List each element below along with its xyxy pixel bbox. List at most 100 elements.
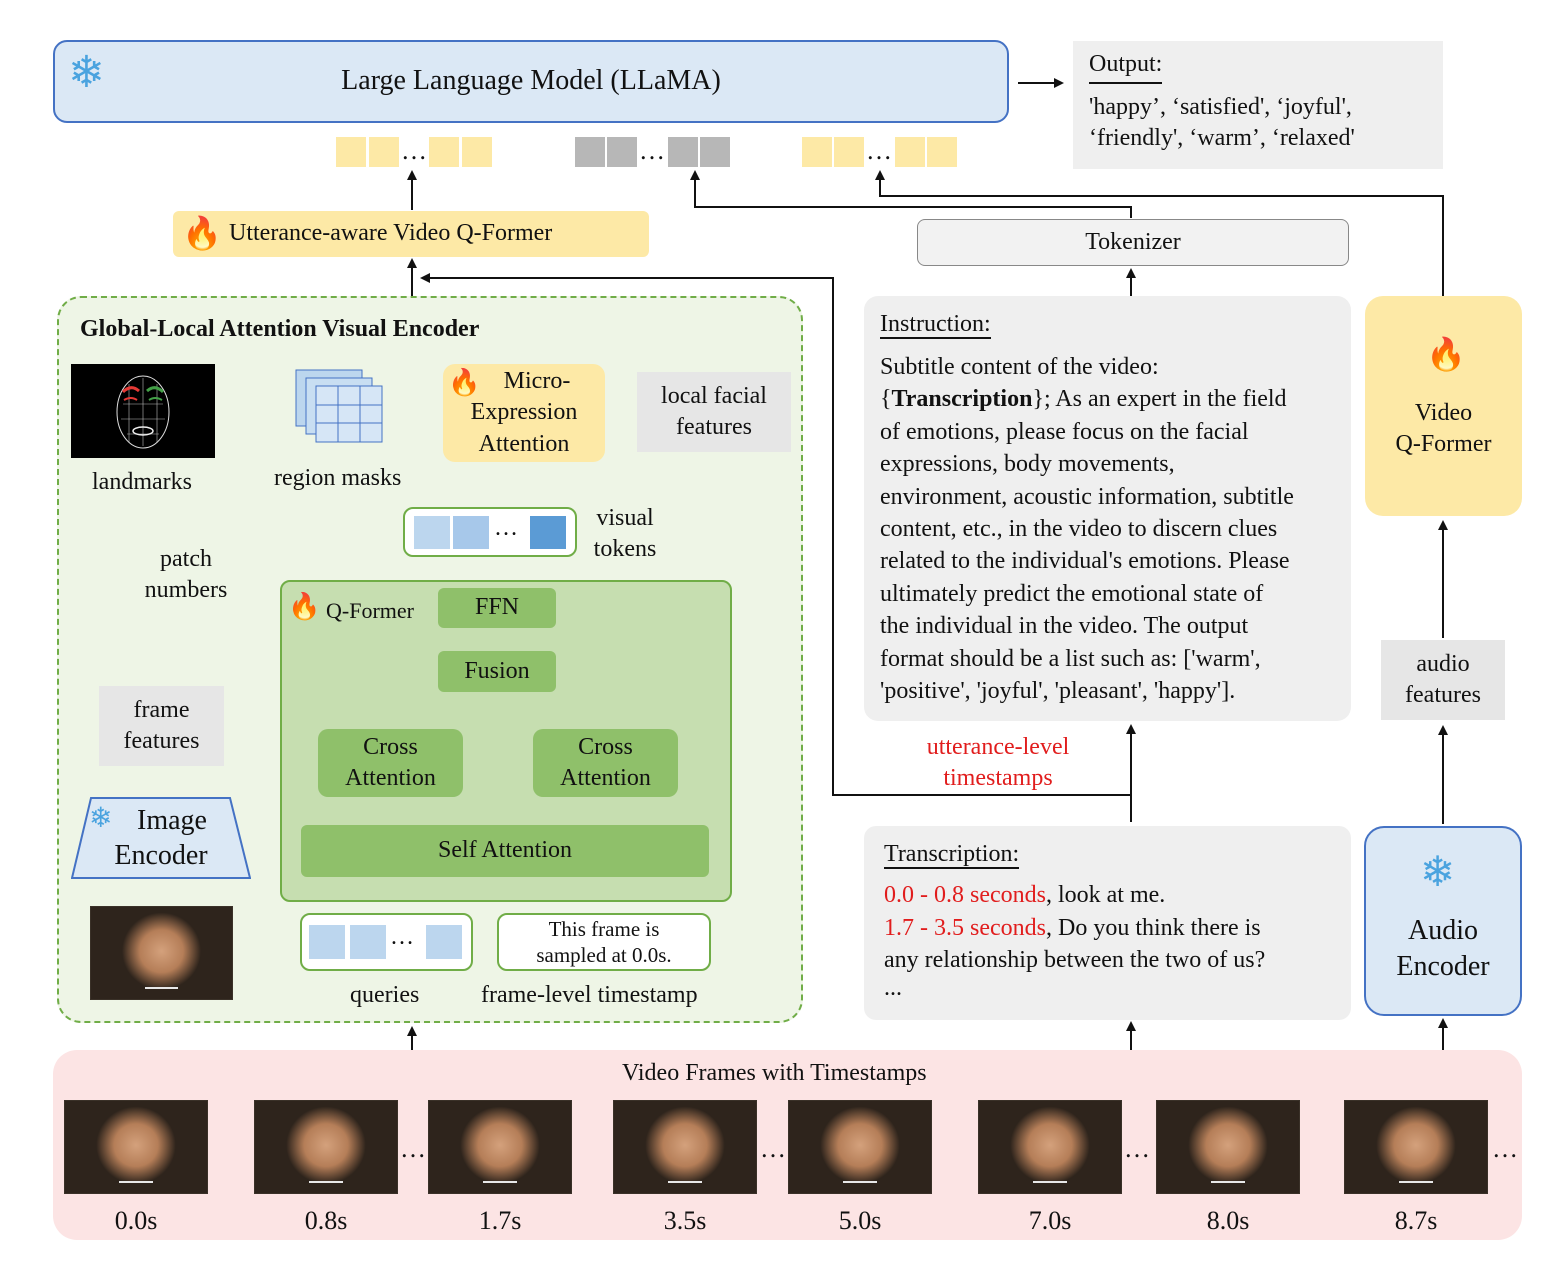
utterance-qformer-box: Utterance-aware Video Q-Former [173, 211, 649, 257]
transcription-more: ... [884, 974, 902, 1001]
tokenizer-label: Tokenizer [1085, 228, 1181, 255]
audio-features-box: audio features [1381, 640, 1505, 720]
audio-encoder-box: Audio Encoder [1364, 826, 1522, 1016]
micro-expression-line-2: Expression [470, 399, 578, 426]
frame-gap-ellipsis: … [760, 1134, 786, 1163]
timestamp-label-7: 8.0s [1206, 1206, 1250, 1236]
instruction-line-2-start: { [880, 386, 892, 413]
token-video-3 [429, 137, 459, 167]
timestamp-label-6: 7.0s [1028, 1206, 1072, 1236]
fusion-block: Fusion [438, 651, 556, 692]
segment-2-text: , Do you think there is [1045, 914, 1261, 941]
local-facial-line-1: local facial [661, 382, 767, 409]
frame-gap-ellipsis: … [1492, 1134, 1518, 1163]
utterance-qformer-label: Utterance-aware Video Q-Former [229, 220, 553, 247]
ffn-label: FFN [474, 594, 520, 621]
video-frame-2 [254, 1100, 398, 1194]
instruction-box: Instruction: Subtitle content of the vid… [864, 296, 1351, 721]
grid-icon [295, 369, 383, 443]
segment-1-time: 0.0 - 0.8 seconds [884, 882, 1046, 908]
token-text-1 [575, 137, 605, 167]
visual-token-3 [530, 516, 566, 549]
frame-timestamp-label: frame-level timestamp [481, 982, 698, 1008]
output-line-1: 'happy’, ‘satisfied', ‘joyful', [1089, 94, 1352, 121]
qformer-label: Q-Former [326, 598, 414, 623]
visual-token-ellipsis: … [494, 515, 518, 541]
frame-features-line-1: frame [133, 696, 190, 723]
segment-1-text: , look at me. [1045, 882, 1166, 908]
utterance-timestamps-line-2: timestamps [943, 765, 1053, 791]
visual-token-2 [453, 516, 489, 549]
snowflake-icon: ❄ [68, 48, 105, 97]
self-attention-label: Self Attention [438, 837, 572, 864]
cross-attention-block-2: Cross Attention [533, 729, 678, 797]
queries-label: queries [350, 982, 420, 1008]
token-audio-1 [802, 137, 832, 167]
local-facial-features-box: local facial features [637, 372, 791, 452]
token-ellipsis: … [866, 136, 892, 165]
video-frame-6 [978, 1100, 1122, 1194]
video-frame-7 [1156, 1100, 1300, 1194]
visual-tokens-line-2: tokens [593, 536, 657, 562]
output-box: Output: 'happy’, ‘satisfied', ‘joyful', … [1073, 41, 1443, 169]
instruction-line-7: related to the individual's emotions. Pl… [880, 548, 1290, 575]
image-encoder-line-2: Encoder [114, 840, 208, 871]
encoder-panel-title: Global-Local Attention Visual Encoder [80, 316, 480, 342]
instruction-line-11: 'positive', 'joyful', 'pleasant', 'happy… [880, 678, 1236, 705]
transcription-box: Transcription: 0.0 - 0.8 seconds, look a… [864, 826, 1351, 1020]
instruction-line-3: of emotions, please focus on the facial [880, 418, 1249, 445]
region-masks-label: region masks [274, 465, 402, 491]
transcription-segment-1: 0.0 - 0.8 seconds, look at me. [884, 879, 1331, 912]
fusion-label: Fusion [464, 657, 530, 684]
cross-attention-2-line-2: Attention [560, 765, 651, 791]
llm-box: Large Language Model (LLaMA) [53, 40, 1009, 123]
audio-features-line-2: features [1405, 682, 1481, 708]
instruction-heading: Instruction: [880, 311, 991, 339]
segment-2-time: 1.7 - 3.5 seconds [884, 914, 1046, 941]
video-frame-5 [788, 1100, 932, 1194]
input-frame-photo [90, 906, 233, 1000]
cross-attention-1-line-2: Attention [345, 765, 436, 791]
landmarks-label: landmarks [92, 469, 192, 495]
snowflake-icon: ❄ [89, 803, 113, 834]
timestamp-label-2: 0.8s [304, 1206, 348, 1236]
token-text-4 [700, 137, 730, 167]
instruction-line-4: expressions, body movements, [880, 451, 1175, 478]
cross-attention-2-line-1: Cross [578, 733, 633, 760]
image-encoder-label: Image Encoder [71, 799, 251, 877]
self-attention-block: Self Attention [301, 825, 709, 877]
video-frame-8 [1344, 1100, 1488, 1194]
token-text-2 [607, 137, 637, 167]
query-token-1 [309, 925, 345, 959]
video-frame-1 [64, 1100, 208, 1194]
token-text-3 [668, 137, 698, 167]
query-token-3 [426, 925, 462, 959]
transcription-heading: Transcription: [884, 841, 1020, 869]
audio-encoder-line-2: Encoder [1396, 951, 1490, 982]
llm-title: Large Language Model (LLaMA) [341, 65, 721, 97]
instruction-line-1: Subtitle content of the video: [880, 354, 1159, 380]
patch-numbers-label: patch numbers [130, 542, 242, 608]
frame-timestamp-line-1: This frame is [548, 916, 660, 941]
token-video-1 [336, 137, 366, 167]
instruction-line-6: content, etc., in the video to discern c… [880, 516, 1278, 543]
audio-features-line-1: audio [1416, 650, 1470, 677]
audio-encoder-line-1: Audio [1408, 914, 1478, 946]
local-facial-line-2: features [676, 414, 752, 440]
token-video-2 [369, 137, 399, 167]
flame-icon: 🔥 [448, 368, 481, 397]
utterance-timestamps-label: utterance-level timestamps [902, 730, 1094, 796]
micro-expression-line-1: Micro- [503, 368, 571, 395]
instruction-transcription-keyword: Transcription [891, 386, 1033, 413]
timestamp-label-1: 0.0s [114, 1206, 158, 1236]
token-ellipsis: … [401, 136, 427, 165]
token-video-4 [462, 137, 492, 167]
visual-token-1 [414, 516, 450, 549]
tokenizer-box: Tokenizer [917, 219, 1349, 266]
instruction-line-5: environment, acoustic information, subti… [880, 483, 1294, 510]
video-frame-3 [428, 1100, 572, 1194]
visual-tokens-line-1: visual [596, 504, 654, 531]
video-qformer-line-2: Q-Former [1395, 431, 1492, 457]
token-ellipsis: … [639, 136, 665, 165]
frame-features-box: frame features [99, 686, 224, 766]
